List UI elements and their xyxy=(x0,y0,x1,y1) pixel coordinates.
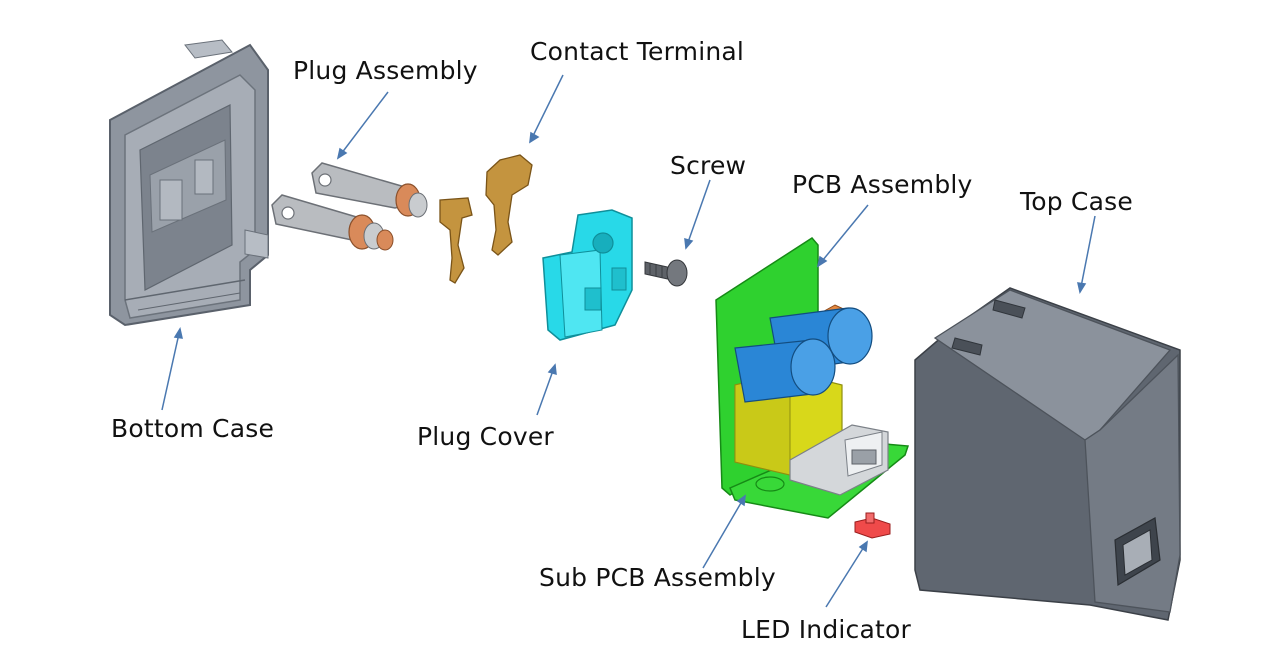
led-indicator-part xyxy=(854,512,891,539)
contact-terminal-part xyxy=(439,154,533,284)
label-plug-assembly: Plug Assembly xyxy=(293,56,478,85)
label-contact-terminal: Contact Terminal xyxy=(530,37,745,66)
label-pcb-assembly: PCB Assembly xyxy=(792,170,973,199)
plug-assembly-part xyxy=(271,162,428,251)
leader-top-case xyxy=(1079,215,1096,293)
leader-bottom-case xyxy=(161,328,181,411)
label-sub-pcb-assembly: Sub PCB Assembly xyxy=(539,563,776,592)
label-screw: Screw xyxy=(670,151,747,180)
label-top-case: Top Case xyxy=(1020,187,1133,216)
label-plug-cover: Plug Cover xyxy=(417,422,554,451)
label-led-indicator: LED Indicator xyxy=(741,615,911,644)
leader-contact-terminal xyxy=(529,74,564,143)
top-case-part xyxy=(914,287,1181,621)
label-bottom-case: Bottom Case xyxy=(111,414,275,443)
bottom-case-part xyxy=(109,39,269,327)
leader-sub-pcb xyxy=(702,495,746,569)
leader-screw xyxy=(685,179,711,249)
screw-part xyxy=(644,259,688,287)
leader-plug-assembly xyxy=(337,91,389,159)
pcb-assembly-part xyxy=(715,237,910,519)
leader-led xyxy=(825,541,868,608)
leader-lines xyxy=(161,74,1096,608)
leader-pcb-assembly xyxy=(817,204,869,267)
plug-cover-part xyxy=(542,209,633,341)
